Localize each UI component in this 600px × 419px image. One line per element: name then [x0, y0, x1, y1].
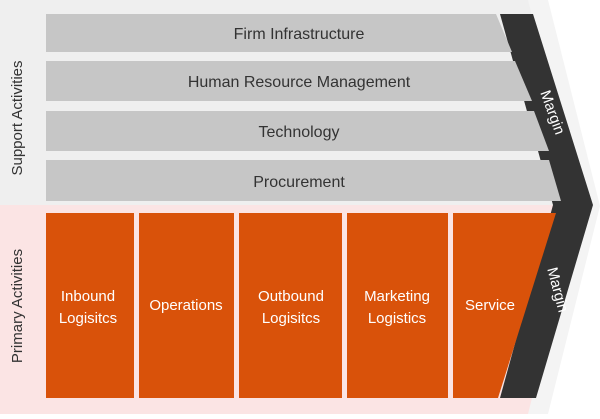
support-label-human-resource-management: Human Resource Management	[188, 74, 411, 91]
primary-activities-label: Primary Activities	[9, 249, 26, 363]
primary-block-marketing-logistics	[347, 213, 448, 398]
margin-chevron	[500, 14, 593, 398]
support-label-procurement: Procurement	[253, 174, 345, 191]
primary-label-outbound-line2: Logisitcs	[262, 310, 320, 327]
support-label-firm-infrastructure: Firm Infrastructure	[234, 26, 365, 43]
primary-label-marketing-line2: Logistics	[368, 310, 426, 327]
support-bar-human-resource-management	[46, 61, 532, 101]
support-label-technology: Technology	[259, 124, 340, 141]
support-activities-label: Support Activities	[9, 60, 26, 175]
primary-label-marketing-line1: Marketing	[364, 288, 430, 305]
primary-label-operations: Operations	[149, 297, 222, 314]
primary-label-inbound-line2: Logisitcs	[59, 310, 117, 327]
support-bar-technology	[46, 111, 549, 151]
primary-block-service	[453, 213, 556, 398]
primary-label-inbound-line1: Inbound	[61, 288, 115, 305]
primary-block-operations	[139, 213, 234, 398]
primary-label-service: Service	[465, 297, 515, 314]
support-bar-procurement	[46, 160, 561, 201]
primary-label-outbound-line1: Outbound	[258, 288, 324, 305]
support-bar-firm-infrastructure	[46, 14, 512, 52]
primary-block-inbound-logistics	[46, 213, 134, 398]
primary-block-outbound-logistics	[239, 213, 342, 398]
